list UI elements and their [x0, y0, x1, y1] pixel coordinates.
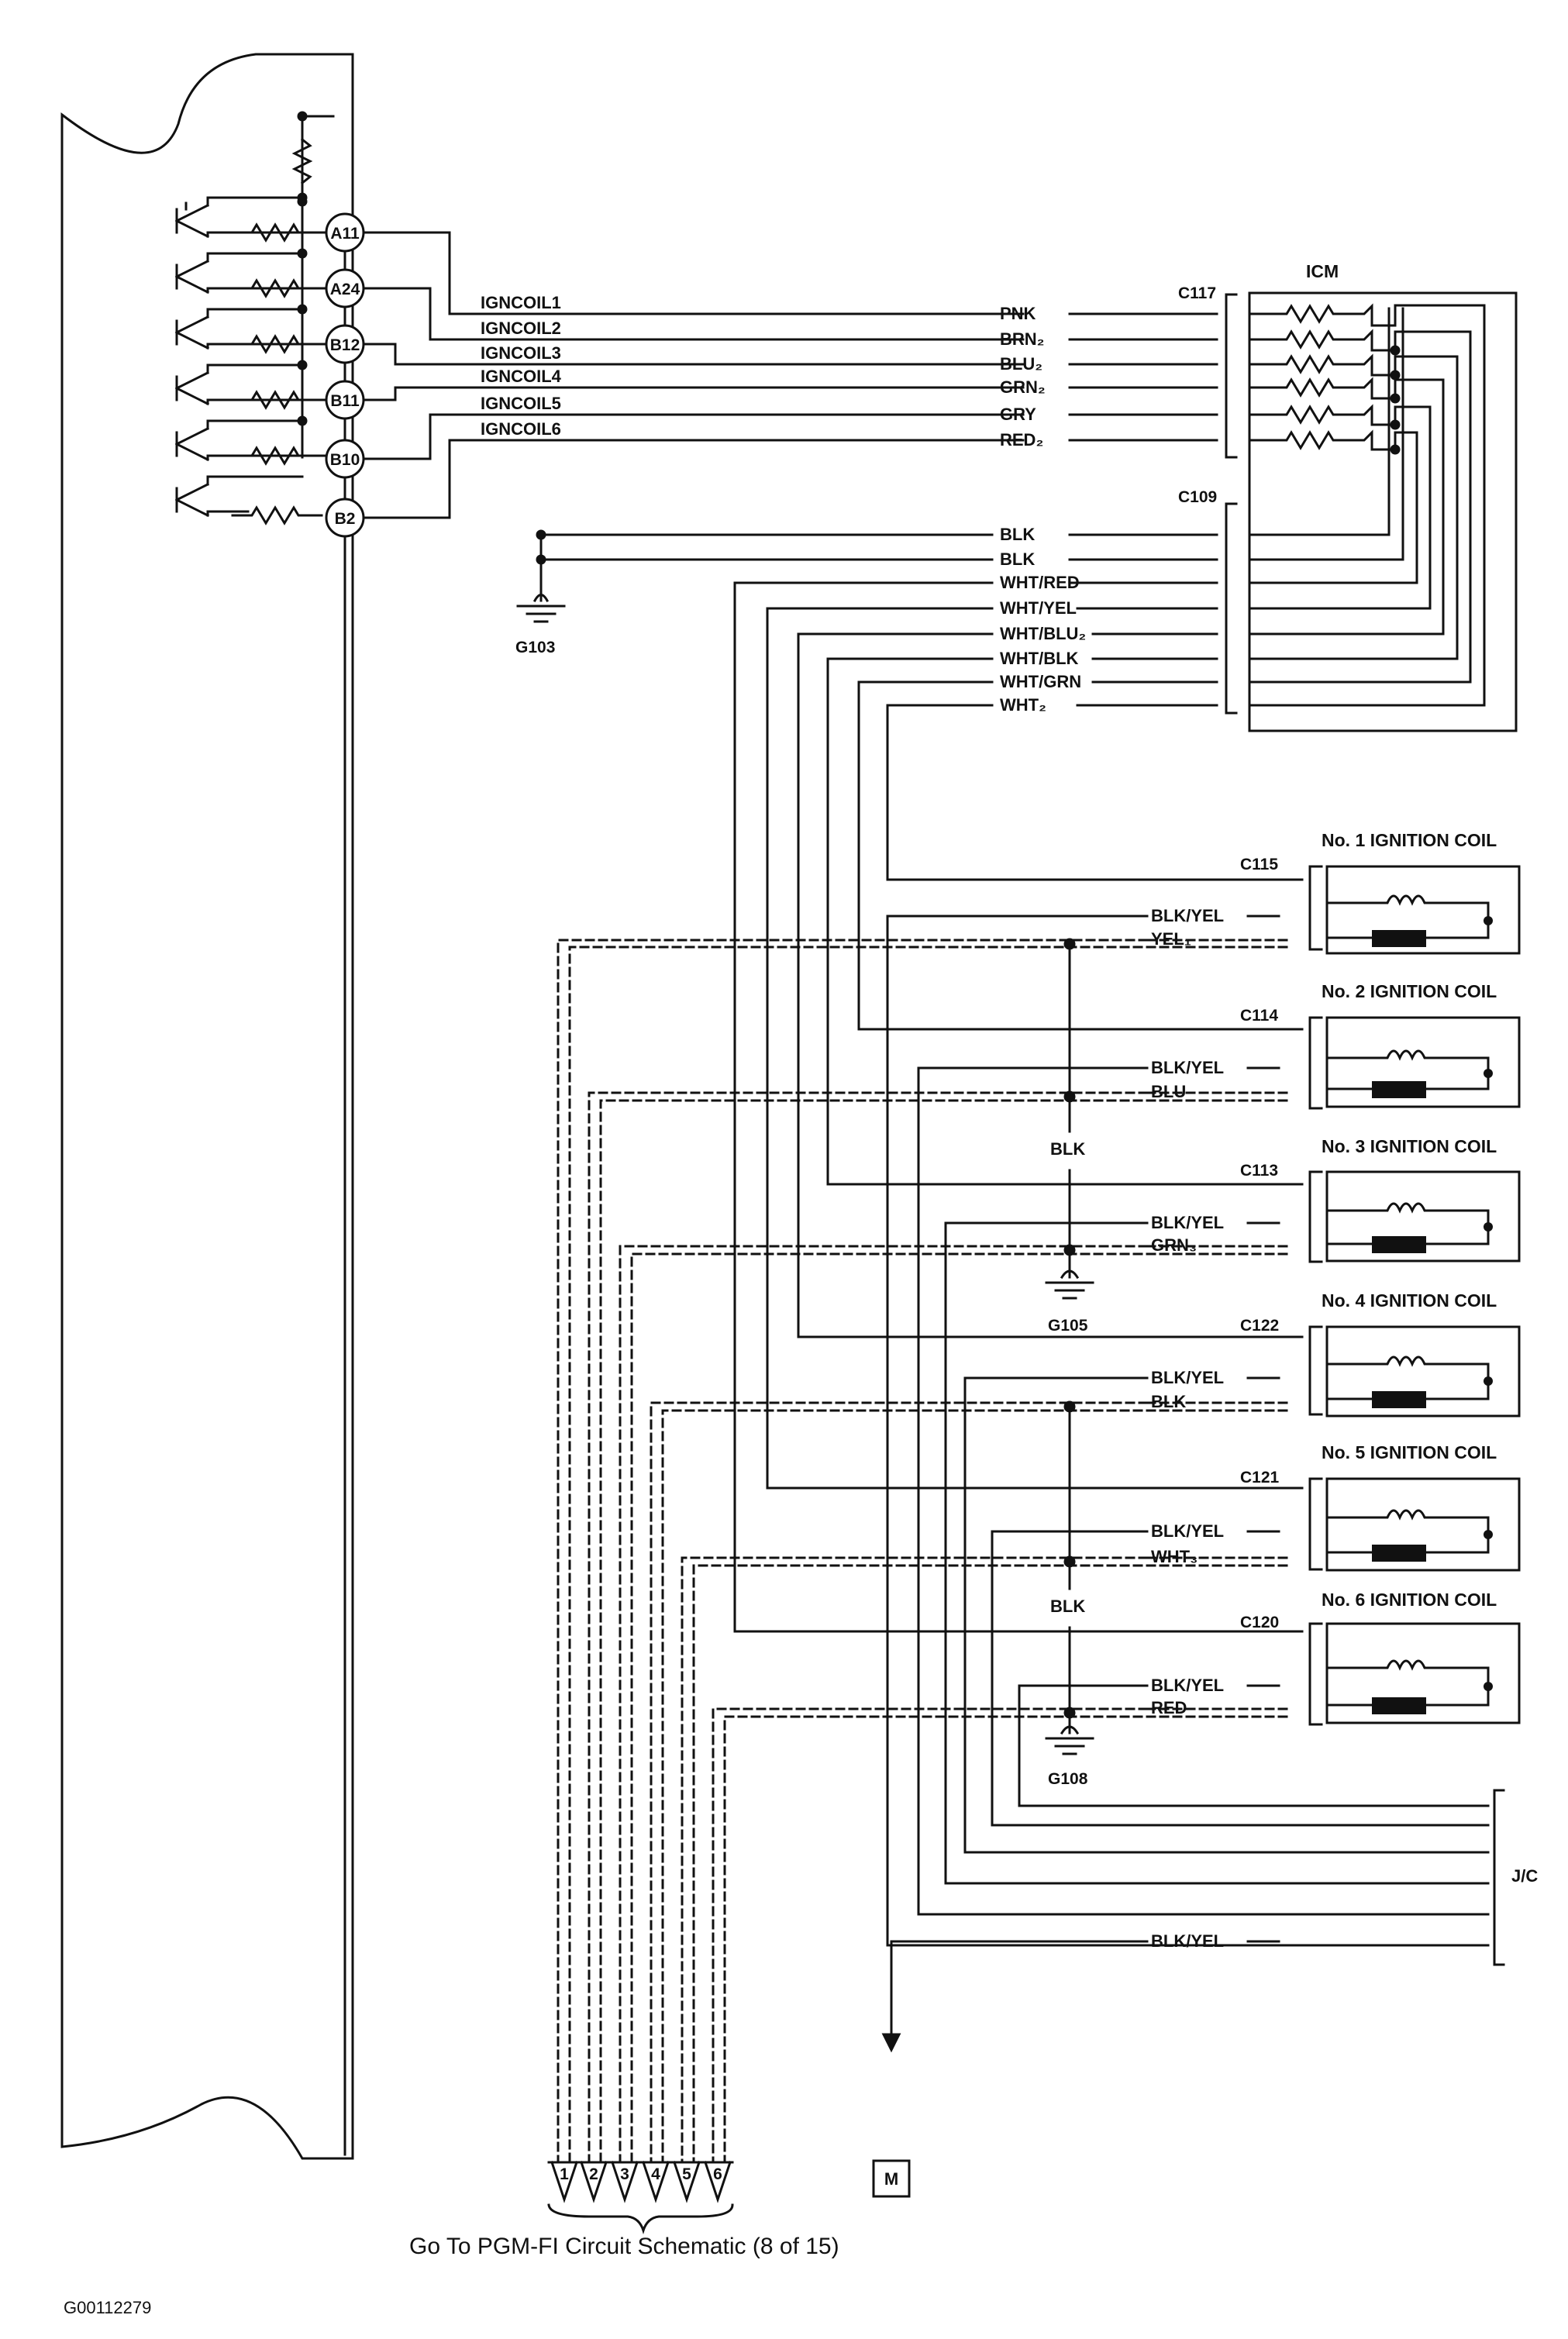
coil-title: No. 1 IGNITION COIL — [1322, 830, 1497, 850]
g108-ground-symbol — [1045, 1725, 1094, 1755]
connector-number: 4 — [651, 2165, 660, 2183]
igncoil-label: IGNCOIL3 — [481, 343, 561, 363]
driver-transistors — [174, 196, 304, 518]
coil-wire2-label: RED — [1151, 1698, 1187, 1717]
c117-label: C117 — [1178, 284, 1216, 302]
coil-wire1-label: BLK/YEL — [1151, 906, 1224, 925]
connector-number: 5 — [682, 2165, 691, 2183]
g105-label: G105 — [1048, 1317, 1088, 1335]
wire-label: WHT/BLU₂ — [1000, 624, 1086, 643]
wire-label: PNK — [1000, 304, 1036, 323]
pin-label: A24 — [330, 281, 360, 298]
pin-label: B10 — [330, 451, 360, 469]
c109-wire-labels: BLK BLK WHT/RED WHT/YEL WHT/BLU₂ WHT/BLK… — [1000, 525, 1086, 715]
connector-number: 3 — [620, 2165, 629, 2183]
pin-label: B2 — [335, 510, 356, 528]
g103-ground-symbol — [516, 591, 566, 623]
coil-connector: C114 — [1240, 1007, 1278, 1025]
ecm-outline — [60, 53, 354, 2160]
coil-wire2-label: GRN₃ — [1151, 1235, 1197, 1255]
jc-label: J/C — [1511, 1866, 1538, 1886]
connector-number-labels: 1 2 3 4 5 6 — [560, 2165, 722, 2183]
wire-label: BLK — [1000, 549, 1035, 569]
coil-wire2-label: BLU — [1151, 1082, 1186, 1101]
pin-label: B12 — [330, 336, 360, 354]
coil-internals — [1325, 894, 1490, 1707]
igncoil-wires — [362, 231, 1218, 519]
wire-label: WHT/RED — [1000, 573, 1080, 592]
c117-wire-labels: PNK BRN₂ BLU₂ GRN₂ GRY RED₂ — [1000, 304, 1046, 450]
blk-label: BLK — [1050, 1597, 1085, 1616]
igncoil-label: IGNCOIL4 — [481, 367, 562, 386]
coil-wire1-label: BLK/YEL — [1151, 1058, 1224, 1077]
coil-wire2-labels: YEL₁ BLU GRN₃ BLK WHT₃ RED — [1151, 929, 1198, 1717]
coil-connector: C113 — [1240, 1162, 1278, 1180]
pin-label: A11 — [330, 225, 360, 243]
coil-connector: C120 — [1240, 1614, 1279, 1631]
connector-number: 6 — [713, 2165, 722, 2183]
wire-label: WHT/GRN — [1000, 672, 1081, 691]
icm-box — [1248, 291, 1518, 732]
g103-label: G103 — [515, 639, 555, 656]
icm-internals — [1248, 303, 1486, 707]
coil-wire1-label: BLK/YEL — [1151, 1676, 1224, 1695]
wire-label: RED₂ — [1000, 430, 1043, 450]
wire-label: WHT₂ — [1000, 695, 1046, 715]
coil-title: No. 4 IGNITION COIL — [1322, 1290, 1497, 1311]
igncoil-label: IGNCOIL2 — [481, 319, 561, 338]
coil-connector: C121 — [1240, 1469, 1280, 1486]
coil-title: No. 2 IGNITION COIL — [1322, 981, 1497, 1001]
coil-connector: C115 — [1240, 856, 1278, 873]
c109-label: C109 — [1178, 488, 1217, 506]
jc-bracket — [1493, 1789, 1505, 1966]
wire-label: BLU₂ — [1000, 354, 1042, 374]
coil-titles: No. 1 IGNITION COIL No. 2 IGNITION COIL … — [1322, 830, 1497, 1610]
coil-wire2-label: BLK — [1151, 1392, 1186, 1411]
coil-wire2-label: YEL₁ — [1151, 929, 1191, 949]
coil-boxes — [1308, 865, 1521, 1726]
bottom-wire-label: BLK/YEL — [1151, 1931, 1224, 1951]
g105-ground-symbol — [1045, 1269, 1094, 1300]
ecm-pin-labels: A11 A24 B12 B11 B10 B2 — [330, 225, 360, 528]
wire-label: BLK — [1000, 525, 1035, 544]
igncoil-label: IGNCOIL6 — [481, 419, 561, 439]
wire-label: WHT/YEL — [1000, 598, 1077, 618]
coil-title: No. 5 IGNITION COIL — [1322, 1442, 1497, 1462]
igncoil-label: IGNCOIL5 — [481, 394, 561, 413]
icm-label: ICM — [1306, 261, 1339, 281]
caption: Go To PGM-FI Circuit Schematic (8 of 15) — [409, 2234, 839, 2259]
coil-title: No. 6 IGNITION COIL — [1322, 1590, 1497, 1610]
igncoil-labels: IGNCOIL1 IGNCOIL2 IGNCOIL3 IGNCOIL4 IGNC… — [481, 293, 562, 439]
connector-number: 1 — [560, 2165, 569, 2183]
coil-connector: C122 — [1240, 1317, 1279, 1335]
output-connector — [547, 2161, 734, 2235]
coil-wire1-label: BLK/YEL — [1151, 1213, 1224, 1232]
igncoil-label: IGNCOIL1 — [481, 293, 561, 312]
connector-number: 2 — [589, 2165, 598, 2183]
c109-wires — [539, 533, 1304, 1633]
wire-label: WHT/BLK — [1000, 649, 1079, 668]
coil-wire1-label: BLK/YEL — [1151, 1521, 1224, 1541]
g108-label: G108 — [1048, 1770, 1088, 1788]
motor-label: M — [884, 2169, 898, 2189]
pin-label: B11 — [330, 392, 360, 410]
wire-label: GRN₂ — [1000, 377, 1046, 397]
coil-wire1-labels: BLK/YEL BLK/YEL BLK/YEL BLK/YEL BLK/YEL … — [1151, 906, 1224, 1695]
coil-title: No. 3 IGNITION COIL — [1322, 1136, 1497, 1156]
wire-label: GRY — [1000, 405, 1036, 424]
coil-wire2-label: WHT₃ — [1151, 1547, 1198, 1566]
figure-id: G00112279 — [64, 2298, 152, 2317]
motor-box — [872, 2159, 911, 2198]
driver-resistors — [231, 222, 331, 525]
coil-connector-labels: C115 C114 C113 C122 C121 C120 — [1240, 856, 1280, 1631]
coil-wire1-label: BLK/YEL — [1151, 1368, 1224, 1387]
wire-label: BRN₂ — [1000, 329, 1044, 349]
blk-label: BLK — [1050, 1139, 1085, 1159]
